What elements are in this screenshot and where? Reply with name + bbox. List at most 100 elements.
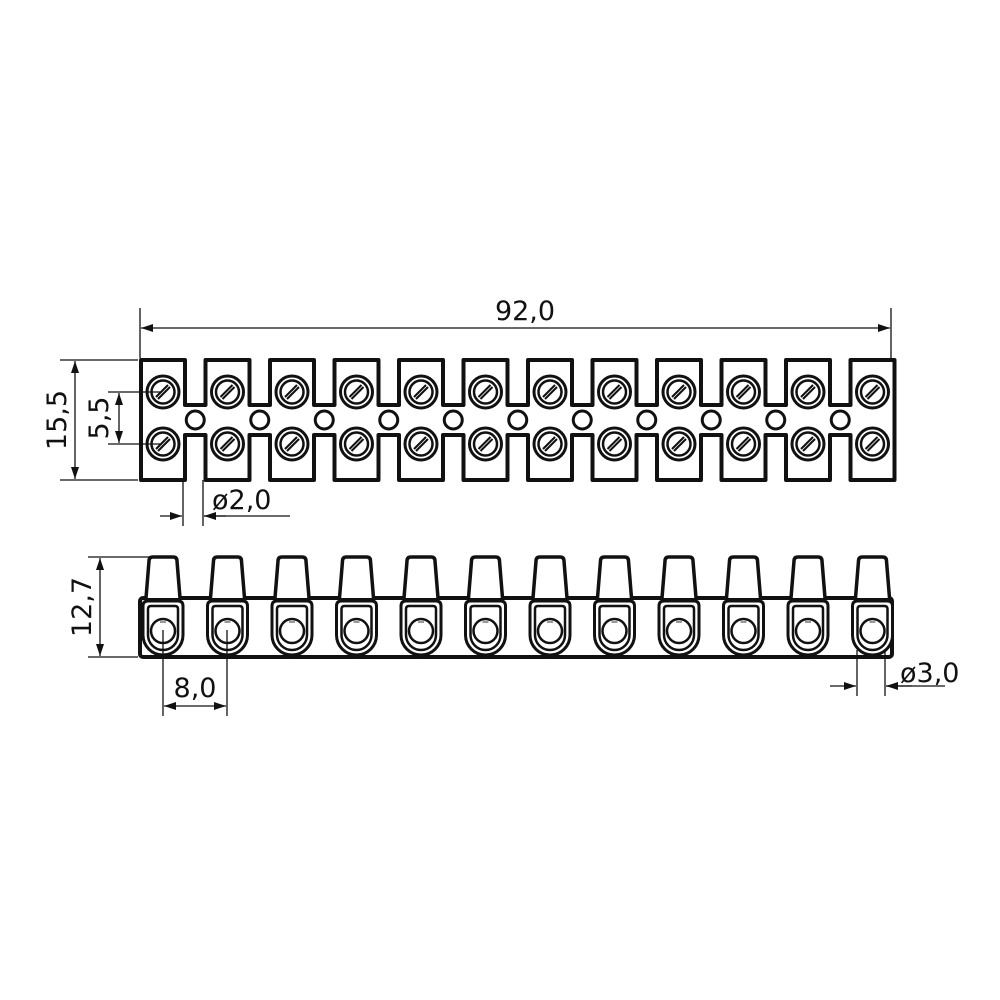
screw-slot	[800, 436, 814, 450]
screw-inner	[666, 431, 692, 457]
wire-hole	[601, 617, 628, 645]
screw-slot	[802, 438, 816, 452]
screw-slot	[350, 438, 365, 452]
screw-slot	[477, 436, 492, 450]
clamp-loop-inner	[598, 604, 631, 652]
clamp-loop-inner	[404, 604, 438, 652]
screw-inner	[472, 431, 499, 457]
screw-inner	[537, 431, 563, 457]
terminal-tower	[853, 555, 892, 599]
dim-overall-length: 92,0	[495, 296, 555, 327]
dim-screw-spacing: 5,5	[84, 397, 115, 440]
screw-inner	[859, 379, 886, 405]
base-body	[138, 596, 894, 659]
screw-icon	[855, 374, 890, 410]
screw-slot	[219, 384, 234, 398]
screw-slot	[608, 438, 623, 452]
screw-slot	[413, 384, 427, 398]
screw-inner	[601, 379, 628, 405]
screw-icon	[790, 426, 826, 462]
wire-hole	[343, 617, 370, 645]
screw-slot	[802, 386, 816, 400]
clamp-loop-inner	[533, 604, 567, 652]
screw-icon	[339, 426, 374, 462]
screw-inner	[666, 379, 692, 405]
screw-slot	[350, 386, 365, 400]
wire-hole	[730, 617, 757, 645]
screw-slot	[284, 436, 298, 450]
screw-slot	[673, 386, 687, 400]
mount-hole	[636, 409, 658, 431]
front-view	[138, 555, 894, 659]
screw-inner	[343, 379, 370, 405]
screw-icon	[468, 426, 503, 462]
dim-mount-hole: ø2,0	[212, 485, 271, 516]
top-view	[139, 358, 897, 482]
screw-slot	[866, 386, 881, 400]
screw-icon	[468, 374, 503, 410]
screw-slot	[671, 436, 685, 450]
screw-slot	[606, 384, 621, 398]
screw-slot	[864, 436, 879, 450]
screw-slot	[866, 438, 881, 452]
clamp-loop-inner	[469, 604, 502, 652]
mount-hole	[442, 409, 464, 431]
screw-icon	[597, 374, 632, 410]
screw-slot	[606, 436, 621, 450]
clamp-loop-inner	[340, 604, 373, 652]
screw-inner	[601, 431, 628, 457]
screw-slot	[157, 386, 171, 400]
screw-icon	[855, 426, 890, 462]
screw-icon	[210, 374, 245, 410]
block-outline	[139, 358, 897, 482]
mount-hole	[378, 409, 400, 431]
screw-slot	[155, 384, 169, 398]
screw-inner	[730, 431, 757, 457]
screw-slot	[348, 436, 363, 450]
screw-slot	[673, 438, 687, 452]
screw-slot	[477, 384, 492, 398]
screw-icon	[274, 374, 310, 410]
mount-hole	[507, 409, 529, 431]
clamp-loop-inner	[856, 604, 889, 652]
screw-slot	[735, 436, 750, 450]
clamp-loop-inner	[791, 604, 825, 652]
screw-icon	[145, 374, 181, 410]
screw-inner	[214, 379, 241, 405]
screw-slot	[221, 438, 236, 452]
screw-icon	[597, 426, 632, 462]
screw-icon	[145, 426, 181, 462]
screw-slot	[286, 386, 300, 400]
dim-height: 12,7	[67, 577, 98, 637]
screw-slot	[348, 384, 363, 398]
clamp-loop-inner	[275, 604, 309, 652]
terminal-tower	[273, 555, 311, 599]
screw-inner	[537, 379, 563, 405]
dimension-lines	[60, 308, 945, 716]
wire-hole	[794, 617, 822, 645]
screw-slot	[737, 386, 752, 400]
screw-slot	[608, 386, 623, 400]
screw-icon	[210, 426, 245, 462]
screw-slot	[542, 436, 556, 450]
screw-icon	[403, 374, 439, 410]
terminal-tower	[402, 555, 440, 599]
screw-inner	[859, 431, 886, 457]
screw-icon	[661, 426, 697, 462]
terminal-tower	[144, 555, 182, 599]
screw-slot	[413, 436, 427, 450]
screw-icon	[339, 374, 374, 410]
screw-slot	[286, 438, 300, 452]
terminal-tower	[724, 555, 763, 599]
terminal-tower	[466, 555, 505, 599]
screw-inner	[214, 431, 241, 457]
screw-inner	[795, 431, 821, 457]
mount-hole	[700, 409, 722, 431]
wire-hole	[859, 617, 886, 645]
screw-slot	[542, 384, 556, 398]
screw-inner	[279, 431, 305, 457]
mount-hole	[184, 409, 206, 431]
clamp-loop-inner	[727, 604, 760, 652]
screw-inner	[279, 379, 305, 405]
